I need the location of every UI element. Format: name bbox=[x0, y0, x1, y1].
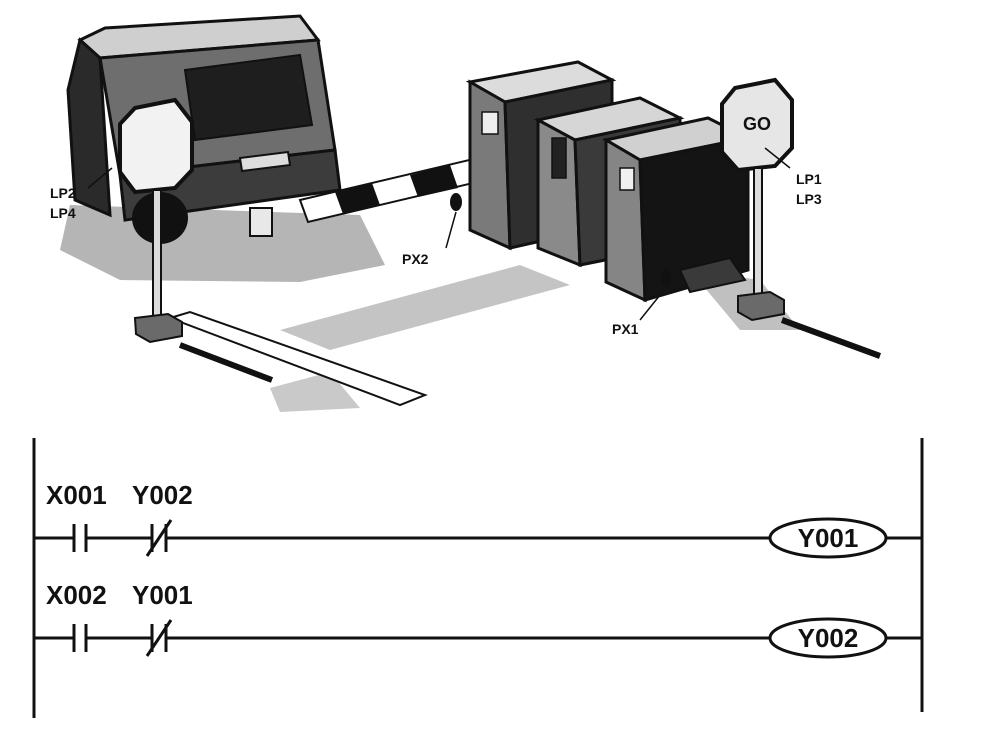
right-go-sign: GO bbox=[720, 77, 794, 322]
go-sign-text: GO bbox=[743, 114, 771, 134]
truck-plate bbox=[238, 150, 292, 173]
ladder-rung-1: X001 Y002 Y001 bbox=[34, 480, 922, 559]
contact-label-y002: Y002 bbox=[132, 480, 193, 510]
sensor-px1 bbox=[661, 269, 671, 287]
ground-shadow-road bbox=[280, 265, 570, 350]
label-lp4: LP4 bbox=[50, 205, 76, 221]
ground-shadow-left bbox=[60, 205, 385, 282]
label-px1: PX1 bbox=[612, 321, 639, 337]
contact-label-x001: X001 bbox=[46, 480, 107, 510]
ladder-rung-2: X002 Y001 Y002 bbox=[34, 580, 922, 659]
lane-marking bbox=[166, 310, 428, 407]
contact-label-y001: Y001 bbox=[132, 580, 193, 610]
gate-machine bbox=[465, 60, 753, 303]
label-lp2: LP2 bbox=[50, 185, 76, 201]
truck-windshield bbox=[183, 53, 314, 142]
truck-bumper-block bbox=[249, 207, 273, 237]
left-signal-sign bbox=[118, 97, 194, 344]
label-px2: PX2 bbox=[402, 251, 429, 267]
truck bbox=[66, 14, 342, 244]
gate-illustration: GO LP2 LP4 PX2 PX1 LP1 LP3 bbox=[50, 14, 882, 412]
contact-label-x002: X002 bbox=[46, 580, 107, 610]
ladder-diagram: X001 Y002 Y001 X002 Y001 Y002 bbox=[32, 438, 924, 718]
right-arrow-mark bbox=[780, 317, 882, 359]
coil-label-y002: Y002 bbox=[798, 623, 859, 653]
coil-label-y001: Y001 bbox=[798, 523, 859, 553]
sensor-px2 bbox=[450, 193, 462, 211]
label-lp1: LP1 bbox=[796, 171, 822, 187]
left-arrow-mark bbox=[178, 342, 274, 383]
label-lp3: LP3 bbox=[796, 191, 822, 207]
